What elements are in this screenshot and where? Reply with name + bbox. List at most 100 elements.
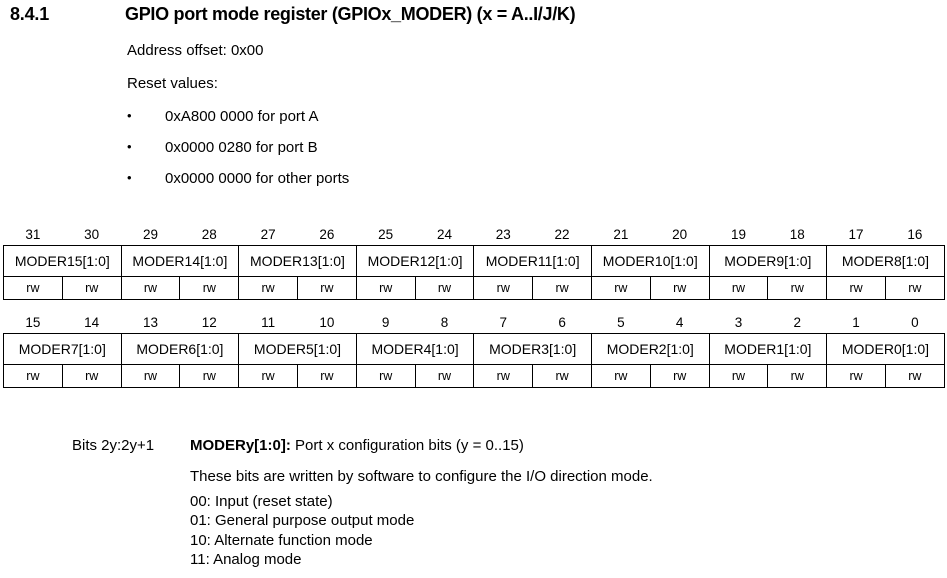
access-cell: rw xyxy=(590,276,651,300)
bit-number-cell: 2 xyxy=(793,315,802,330)
bit-field-name: MODERy[1:0]: xyxy=(190,437,291,454)
bit-field-detail-block: These bits are written by software to co… xyxy=(190,467,932,570)
access-cell: rw xyxy=(649,276,710,300)
access-cell: rw xyxy=(884,276,945,300)
access-cell: rw xyxy=(355,276,416,300)
bit-number-cell: 31 xyxy=(25,227,41,242)
table-row-access: rw rw rw rw rw rw rw rw rw rw rw rw rw r… xyxy=(3,364,945,388)
bit-field-cell: MODER7[1:0] xyxy=(3,333,122,365)
page-title: GPIO port mode register (GPIOx_MODER) (x… xyxy=(125,4,576,24)
table-row-bit-numbers: 31 30 29 28 27 26 25 24 23 22 21 20 19 1… xyxy=(4,224,945,246)
access-cell: rw xyxy=(120,276,181,300)
access-cell: rw xyxy=(3,364,63,388)
bit-field-cell: MODER12[1:0] xyxy=(355,245,475,277)
access-cell: rw xyxy=(61,364,122,388)
list-item: 0x0000 0280 for port B xyxy=(127,139,827,155)
bit-field-cell: MODER11[1:0] xyxy=(473,245,592,277)
access-cell: rw xyxy=(532,364,592,388)
access-cell: rw xyxy=(296,276,357,300)
bit-number-cell: 20 xyxy=(672,227,688,242)
bit-number-cell: 24 xyxy=(436,227,452,242)
bit-number-cell: 19 xyxy=(730,227,746,242)
bit-field-summary: Port x configuration bits (y = 0..15) xyxy=(295,437,524,454)
reset-values-label: Reset values: xyxy=(127,75,218,92)
list-item: 0x0000 0000 for other ports xyxy=(127,170,827,186)
bit-number-cell: 9 xyxy=(381,315,390,330)
bit-field-cell: MODER8[1:0] xyxy=(826,245,945,277)
bit-number-cell: 21 xyxy=(613,227,629,242)
reset-values-list: 0xA800 0000 for port A 0x0000 0280 for p… xyxy=(127,108,827,186)
access-cell: rw xyxy=(414,276,475,300)
bit-number-cell: 0 xyxy=(911,315,919,330)
bit-number-cell: 3 xyxy=(734,315,743,330)
table-row-access: rw rw rw rw rw rw rw rw rw rw rw rw rw r… xyxy=(3,276,945,300)
access-cell: rw xyxy=(120,364,181,388)
access-cell: rw xyxy=(532,276,592,300)
table-row-field-names: MODER15[1:0] MODER14[1:0] MODER13[1:0] M… xyxy=(3,245,945,277)
access-cell: rw xyxy=(296,364,357,388)
bit-number-cell: 13 xyxy=(142,315,158,330)
access-cell: rw xyxy=(708,276,769,300)
bit-number-cell: 29 xyxy=(142,227,158,242)
bit-field-cell: MODER13[1:0] xyxy=(238,245,357,277)
bit-field-cell: MODER5[1:0] xyxy=(238,333,357,365)
bit-number-cell: 4 xyxy=(675,315,684,330)
bit-number-cell: 30 xyxy=(84,227,100,242)
bit-field-cell: MODER0[1:0] xyxy=(826,333,945,365)
bit-number-cell: 1 xyxy=(852,315,860,330)
access-cell: rw xyxy=(355,364,416,388)
bit-number-cell: 27 xyxy=(260,227,276,242)
bit-number-cell: 15 xyxy=(25,315,41,330)
access-cell: rw xyxy=(767,276,828,300)
address-offset-line: Address offset: 0x00 xyxy=(127,42,264,59)
bit-value-line: 00: Input (reset state) xyxy=(190,492,333,510)
access-cell: rw xyxy=(179,276,240,300)
access-cell: rw xyxy=(767,364,828,388)
section-number: 8.4.1 xyxy=(10,4,50,24)
bit-field-cell: MODER4[1:0] xyxy=(355,333,475,365)
access-cell: rw xyxy=(61,276,122,300)
access-cell: rw xyxy=(826,364,886,388)
bit-field-detail-text: These bits are written by software to co… xyxy=(190,468,653,485)
bit-field-cell: MODER6[1:0] xyxy=(120,333,240,365)
bit-field-cell: MODER3[1:0] xyxy=(473,333,592,365)
bit-number-cell: 28 xyxy=(201,227,217,242)
section-heading: 8.4.1 GPIO port mode register (GPIOx_MOD… xyxy=(0,4,947,30)
access-cell: rw xyxy=(590,364,651,388)
bit-number-cell: 22 xyxy=(554,227,570,242)
bit-number-cell: 8 xyxy=(440,315,449,330)
access-cell: rw xyxy=(473,364,534,388)
bit-field-cell: MODER9[1:0] xyxy=(708,245,828,277)
register-bit-table-high: 31 30 29 28 27 26 25 24 23 22 21 20 19 1… xyxy=(3,224,945,300)
bits-range-label: Bits 2y:2y+1 xyxy=(72,437,155,454)
access-cell: rw xyxy=(473,276,534,300)
bit-field-cell: MODER2[1:0] xyxy=(590,333,710,365)
access-cell: rw xyxy=(179,364,240,388)
bit-number-cell: 12 xyxy=(201,315,217,330)
access-cell: rw xyxy=(649,364,710,388)
bit-field-cell: MODER1[1:0] xyxy=(708,333,828,365)
bit-value-line: 11: Analog mode xyxy=(190,551,302,568)
bit-field-cell: MODER14[1:0] xyxy=(120,245,240,277)
bit-number-cell: 14 xyxy=(84,315,100,330)
register-bit-table-low: 15 14 13 12 11 10 9 8 7 6 5 4 3 2 1 0 MO… xyxy=(3,312,945,388)
access-cell: rw xyxy=(3,276,63,300)
access-cell: rw xyxy=(238,364,298,388)
bit-number-cell: 10 xyxy=(319,315,335,330)
bit-field-cell: MODER15[1:0] xyxy=(3,245,122,277)
access-cell: rw xyxy=(826,276,886,300)
table-row-bit-numbers: 15 14 13 12 11 10 9 8 7 6 5 4 3 2 1 0 xyxy=(4,312,945,334)
bit-field-description: Bits 2y:2y+1 MODERy[1:0]: Port x configur… xyxy=(72,437,932,570)
table-row-field-names: MODER7[1:0] MODER6[1:0] MODER5[1:0] MODE… xyxy=(3,333,945,365)
access-cell: rw xyxy=(414,364,475,388)
bit-field-cell: MODER10[1:0] xyxy=(590,245,710,277)
bit-field-description-header: Bits 2y:2y+1 MODERy[1:0]: Port x configur… xyxy=(72,437,932,455)
bit-number-cell: 23 xyxy=(495,227,511,242)
bit-number-cell: 11 xyxy=(261,315,276,330)
bit-number-cell: 17 xyxy=(848,227,864,242)
bit-value-line: 01: General purpose output mode xyxy=(190,512,415,529)
register-intro: Address offset: 0x00 Reset values: 0xA80… xyxy=(127,43,827,202)
bit-number-cell: 5 xyxy=(617,315,625,330)
bit-number-cell: 16 xyxy=(907,227,923,242)
access-cell: rw xyxy=(884,364,945,388)
